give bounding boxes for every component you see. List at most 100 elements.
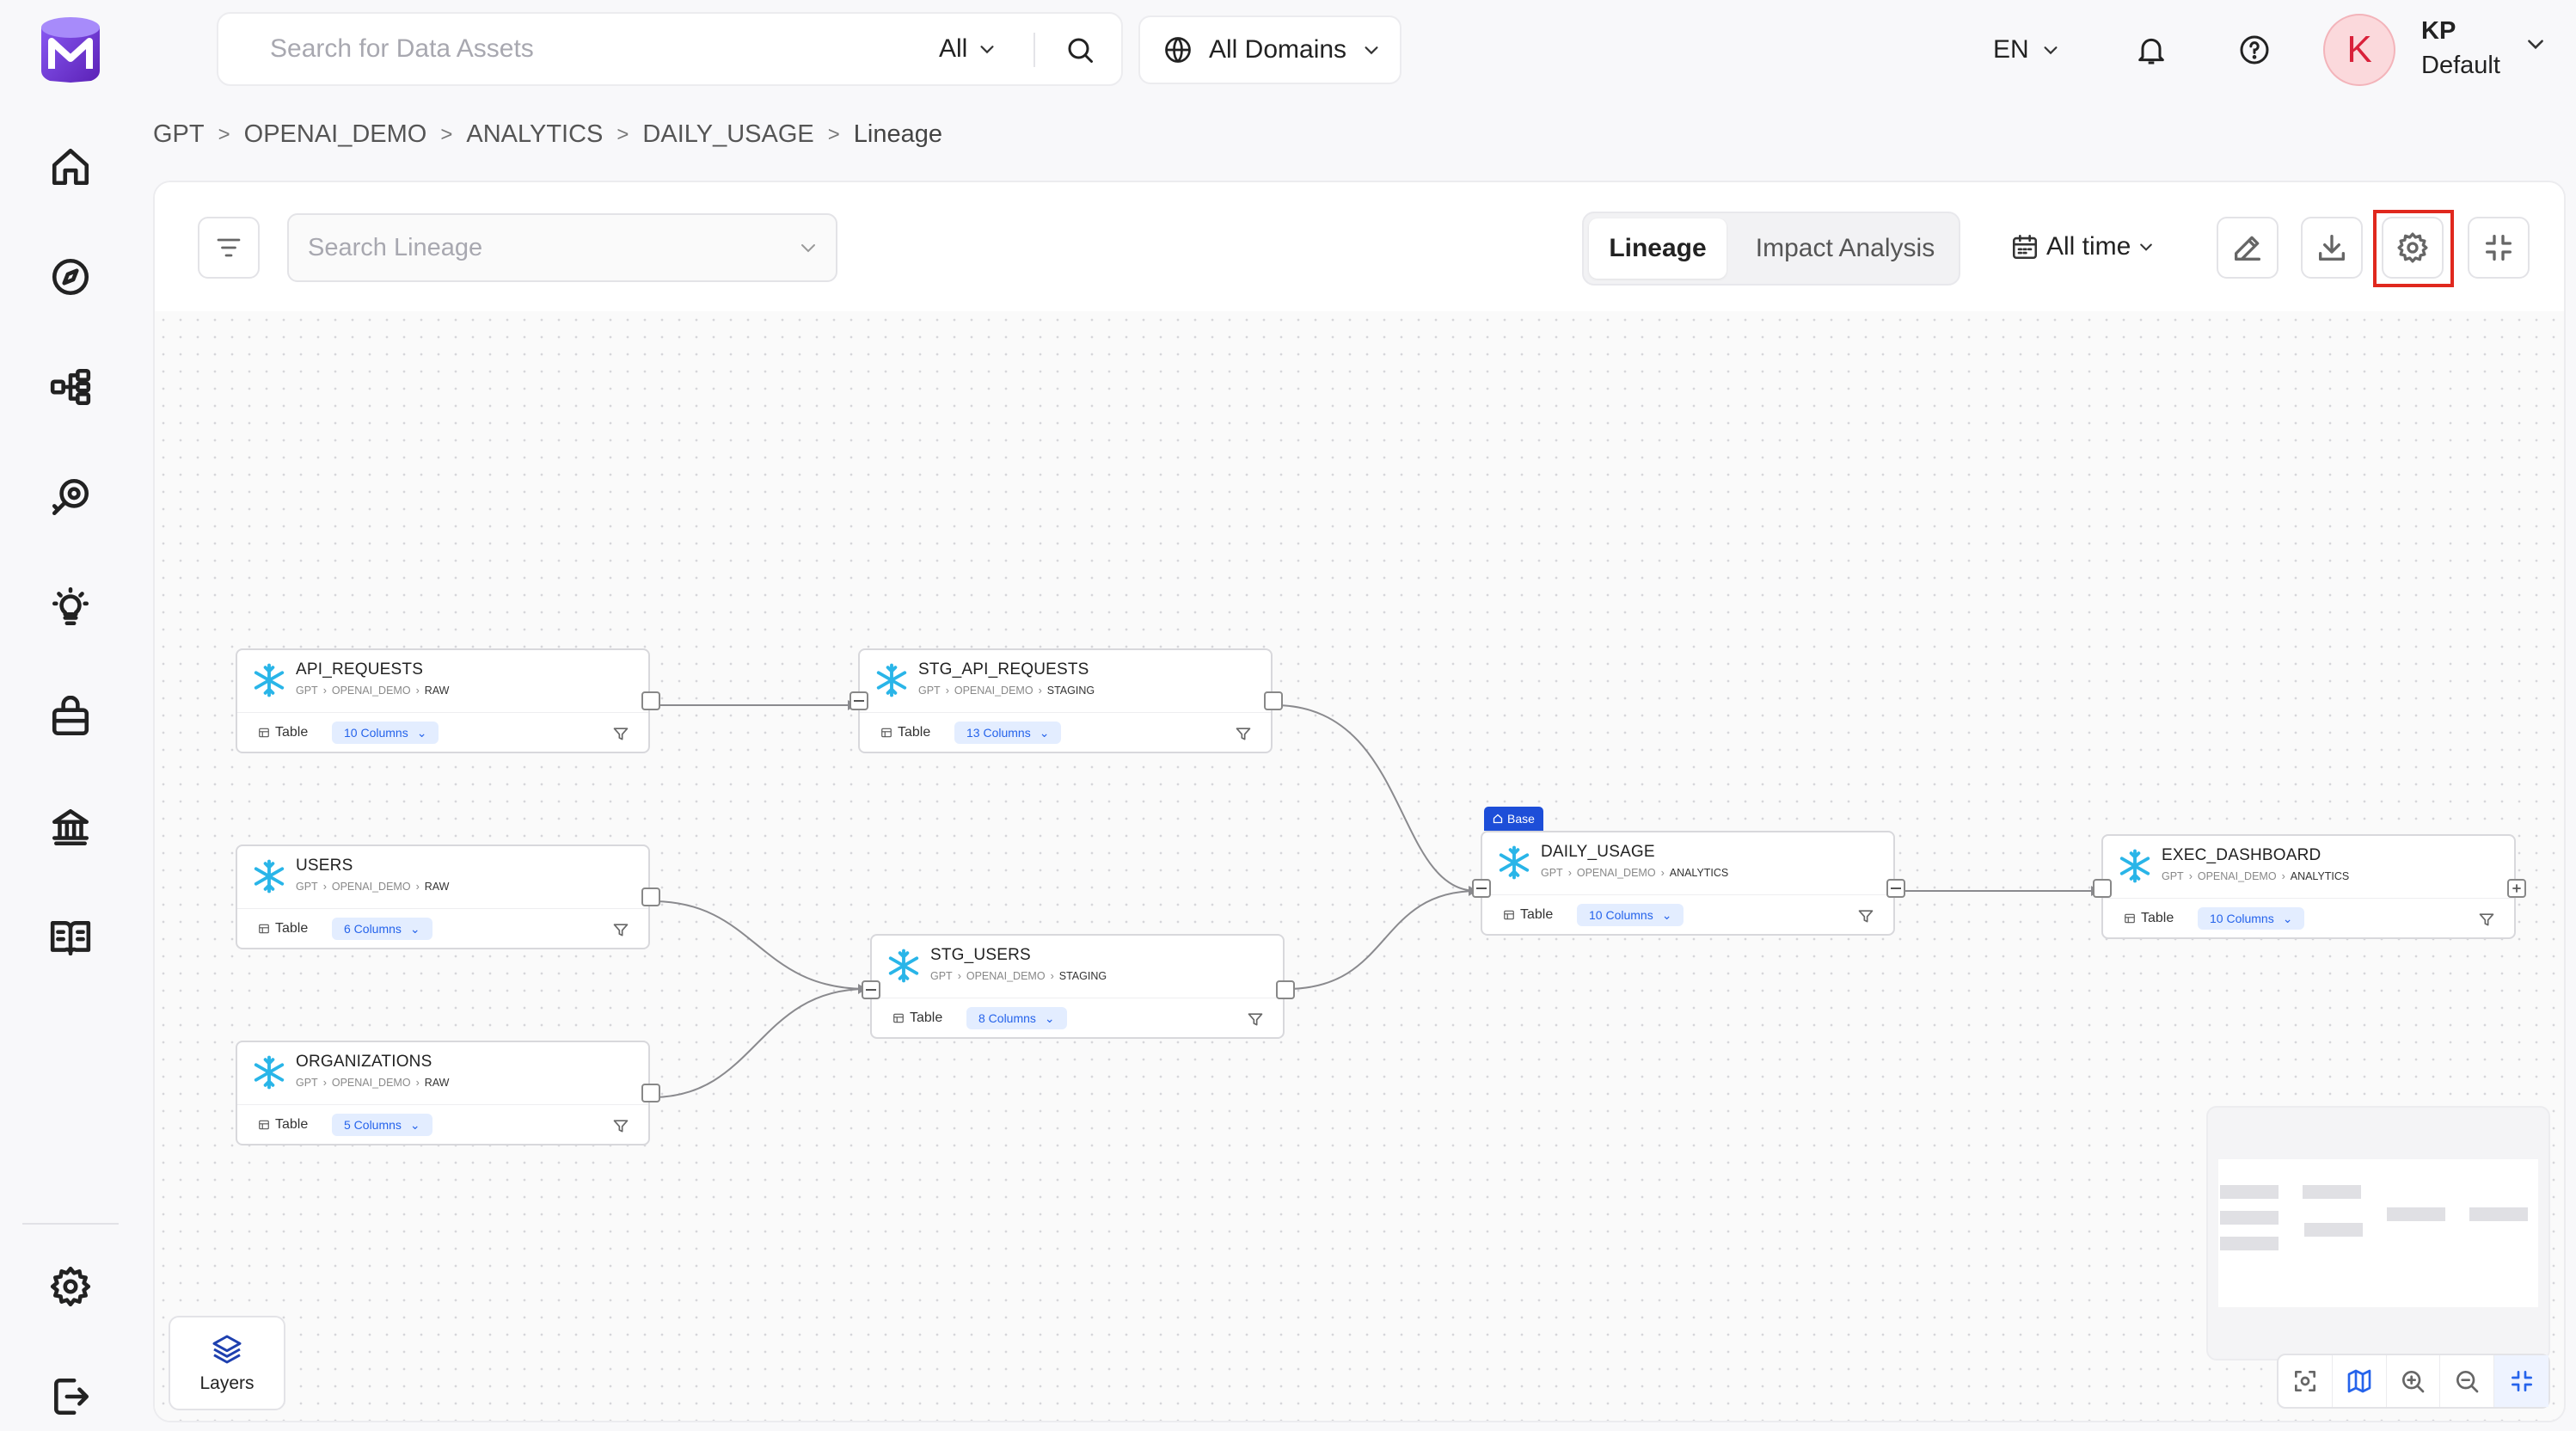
globe-icon: [1165, 37, 1191, 63]
node-footer: Table 8 Columns⌄: [872, 998, 1283, 1039]
filter-icon[interactable]: [612, 1117, 629, 1134]
node-output-handle[interactable]: [1276, 980, 1295, 999]
filter-icon[interactable]: [1247, 1010, 1264, 1028]
node-output-handle[interactable]: [1264, 691, 1283, 710]
minimap-node: [2220, 1185, 2279, 1199]
breadcrumb-item[interactable]: ANALYTICS: [466, 120, 604, 148]
search-scope-dropdown[interactable]: All: [939, 14, 997, 84]
lineage-node-stg-api-requests[interactable]: STG_API_REQUESTS GPT›OPENAI_DEMO›STAGING…: [849, 648, 1283, 753]
base-badge: Base: [1484, 807, 1543, 831]
fullscreen-toggle-button[interactable]: [2494, 1355, 2548, 1407]
help-button[interactable]: [2227, 22, 2282, 77]
node-title: STG_API_REQUESTS: [918, 660, 1089, 679]
filter-icon[interactable]: [612, 725, 629, 742]
breadcrumb: GPT > OPENAI_DEMO > ANALYTICS > DAILY_US…: [153, 120, 942, 149]
observability-icon[interactable]: [45, 471, 96, 523]
global-search-input[interactable]: [270, 14, 872, 84]
node-path: GPT›OPENAI_DEMO›RAW: [296, 1077, 450, 1089]
node-expand-downstream-button[interactable]: [2507, 879, 2526, 898]
chevron-down-icon: [980, 46, 994, 54]
bell-icon: [2138, 38, 2164, 64]
lineage-search-select[interactable]: [287, 213, 837, 282]
filter-icon[interactable]: [2478, 911, 2495, 928]
node-path: GPT›OPENAI_DEMO›ANALYTICS: [2162, 870, 2350, 882]
lineage-node-api-requests[interactable]: API_REQUESTS GPT›OPENAI_DEMO›RAW Table 1…: [236, 648, 660, 753]
columns-dropdown[interactable]: 13 Columns⌄: [954, 722, 1062, 744]
zoom-out-button[interactable]: [2440, 1355, 2495, 1407]
lineage-search-input[interactable]: [308, 215, 789, 280]
lineage-toolbar: Lineage Impact Analysis All time: [155, 182, 2564, 311]
minus-icon: [866, 989, 876, 991]
fit-view-button[interactable]: [2279, 1355, 2333, 1407]
lineage-node-exec-dashboard[interactable]: EXEC_DASHBOARD GPT›OPENAI_DEMO›ANALYTICS…: [2093, 834, 2526, 939]
columns-dropdown[interactable]: 10 Columns⌄: [1577, 904, 1684, 926]
chevron-down-icon: ⌄: [1661, 907, 1672, 922]
node-input-handle[interactable]: [2093, 879, 2112, 898]
governance-icon[interactable]: [45, 801, 96, 853]
lineage-settings-button[interactable]: [2382, 217, 2444, 279]
filter-button[interactable]: [198, 217, 260, 279]
columns-dropdown[interactable]: 10 Columns⌄: [332, 722, 439, 744]
filter-icon[interactable]: [612, 921, 629, 938]
lineage-minimap[interactable]: [2206, 1106, 2550, 1360]
user-role: Default: [2421, 52, 2500, 79]
search-button[interactable]: [1054, 24, 1106, 76]
node-output-handle[interactable]: [641, 1084, 660, 1102]
node-output-handle[interactable]: [641, 691, 660, 710]
domain-selector[interactable]: All Domains: [1138, 15, 1401, 84]
zoom-in-button[interactable]: [2387, 1355, 2441, 1407]
node-type: Table: [1503, 907, 1553, 923]
tab-lineage[interactable]: Lineage: [1589, 218, 1727, 279]
node-collapse-upstream-button[interactable]: [862, 980, 880, 999]
columns-dropdown[interactable]: 8 Columns⌄: [966, 1007, 1067, 1029]
node-collapse-downstream-button[interactable]: [1886, 879, 1905, 898]
breadcrumb-separator: >: [218, 122, 230, 146]
lineage-panel: Lineage Impact Analysis All time: [153, 181, 2566, 1422]
breadcrumb-item[interactable]: DAILY_USAGE: [642, 120, 814, 148]
node-type: Table: [258, 725, 308, 740]
logout-icon[interactable]: [45, 1371, 96, 1422]
lineage-node-stg-users[interactable]: STG_USERS GPT›OPENAI_DEMO›STAGING Table …: [862, 934, 1295, 1039]
filter-icon[interactable]: [1235, 725, 1252, 742]
exit-fullscreen-button[interactable]: [2468, 217, 2530, 279]
layers-icon: [212, 1335, 242, 1364]
node-collapse-upstream-button[interactable]: [1472, 879, 1491, 898]
settings-icon[interactable]: [45, 1261, 96, 1312]
time-range-selector[interactable]: All time: [2010, 217, 2155, 277]
home-icon[interactable]: [45, 141, 96, 193]
minimap-node: [2469, 1207, 2528, 1221]
breadcrumb-item[interactable]: GPT: [153, 120, 205, 148]
breadcrumb-item[interactable]: OPENAI_DEMO: [243, 120, 427, 148]
columns-dropdown[interactable]: 10 Columns⌄: [2198, 907, 2305, 930]
minimap-toggle-button[interactable]: [2333, 1355, 2387, 1407]
minimap-node: [2304, 1223, 2363, 1237]
download-button[interactable]: [2301, 217, 2363, 279]
node-output-handle[interactable]: [641, 887, 660, 906]
lineage-node-users[interactable]: USERS GPT›OPENAI_DEMO›RAW Table 6 Column…: [236, 844, 660, 949]
lineage-node-daily-usage[interactable]: Base DAILY_USAGE GPT›OPENAI_DEMO›ANALYTI…: [1472, 807, 1905, 936]
filter-icon[interactable]: [1857, 907, 1874, 924]
language-selector[interactable]: EN: [1993, 22, 2060, 77]
lineage-node-organizations[interactable]: ORGANIZATIONS GPT›OPENAI_DEMO›RAW Table …: [236, 1041, 660, 1145]
layers-button[interactable]: Layers: [169, 1316, 285, 1410]
lineage-canvas[interactable]: API_REQUESTS GPT›OPENAI_DEMO›RAW Table 1…: [155, 311, 2564, 1421]
columns-dropdown[interactable]: 5 Columns⌄: [332, 1114, 432, 1136]
explore-icon[interactable]: [45, 251, 96, 303]
lineage-icon[interactable]: [45, 361, 96, 413]
user-menu-chevron[interactable]: [2524, 33, 2547, 59]
table-icon: [259, 728, 269, 738]
minimap-node: [2387, 1207, 2445, 1221]
columns-dropdown[interactable]: 6 Columns⌄: [332, 918, 432, 940]
table-icon: [1504, 910, 1514, 920]
app-logo[interactable]: [38, 15, 103, 84]
tab-impact-analysis[interactable]: Impact Analysis: [1755, 234, 1935, 262]
chevron-down-icon: ⌄: [1044, 1010, 1055, 1025]
breadcrumb-separator: >: [616, 122, 629, 146]
notifications-button[interactable]: [2124, 22, 2179, 77]
node-collapse-upstream-button[interactable]: [849, 691, 868, 710]
edit-lineage-button[interactable]: [2217, 217, 2279, 279]
user-avatar[interactable]: K: [2323, 14, 2395, 86]
domains-icon[interactable]: [45, 691, 96, 743]
glossary-icon[interactable]: [45, 912, 96, 963]
insights-icon[interactable]: [45, 581, 96, 633]
